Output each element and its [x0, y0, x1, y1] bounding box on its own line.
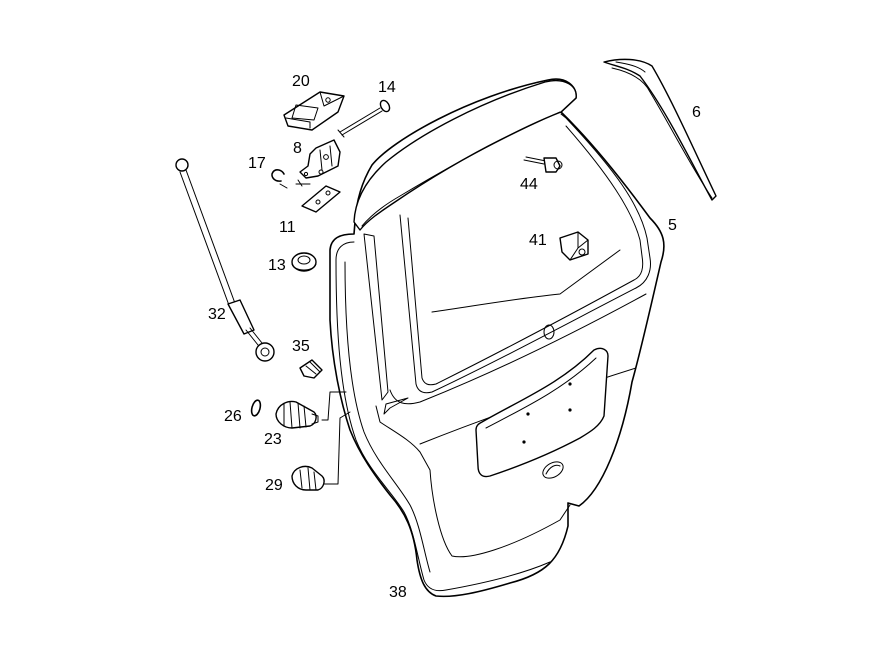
- lock-actuator-part[interactable]: [559, 231, 589, 261]
- gas-strut-part[interactable]: [175, 158, 275, 362]
- o-ring-part[interactable]: [250, 399, 262, 417]
- clip-part[interactable]: [271, 169, 288, 189]
- callout-13: 13: [268, 257, 286, 274]
- callout-14: 14: [378, 79, 396, 96]
- callout-32: 32: [208, 306, 226, 323]
- hinge-part[interactable]: [295, 139, 341, 187]
- callout-11: 11: [279, 219, 296, 236]
- callout-17: 17: [248, 155, 266, 172]
- tailgate-part[interactable]: [329, 78, 665, 598]
- callout-6: 6: [692, 104, 701, 121]
- stud-part[interactable]: [523, 156, 563, 173]
- bolt-part[interactable]: [337, 99, 391, 138]
- hinge-plate-part[interactable]: [283, 91, 345, 131]
- grommet-part[interactable]: [291, 252, 317, 272]
- trim-strip-part[interactable]: [603, 58, 717, 201]
- callout-23: 23: [264, 431, 282, 448]
- fastener-part[interactable]: [299, 359, 323, 379]
- plate-part[interactable]: [301, 185, 341, 213]
- callout-29: 29: [265, 477, 283, 494]
- callout-20: 20: [292, 73, 310, 90]
- callout-44: 44: [520, 176, 538, 193]
- callout-5: 5: [668, 217, 677, 234]
- callout-26: 26: [224, 408, 242, 425]
- callout-8: 8: [293, 140, 302, 157]
- callout-41: 41: [529, 232, 547, 249]
- bump-stop-part[interactable]: [275, 391, 347, 429]
- callout-35: 35: [292, 338, 310, 355]
- callout-38: 38: [389, 584, 407, 601]
- stop-part[interactable]: [291, 411, 351, 491]
